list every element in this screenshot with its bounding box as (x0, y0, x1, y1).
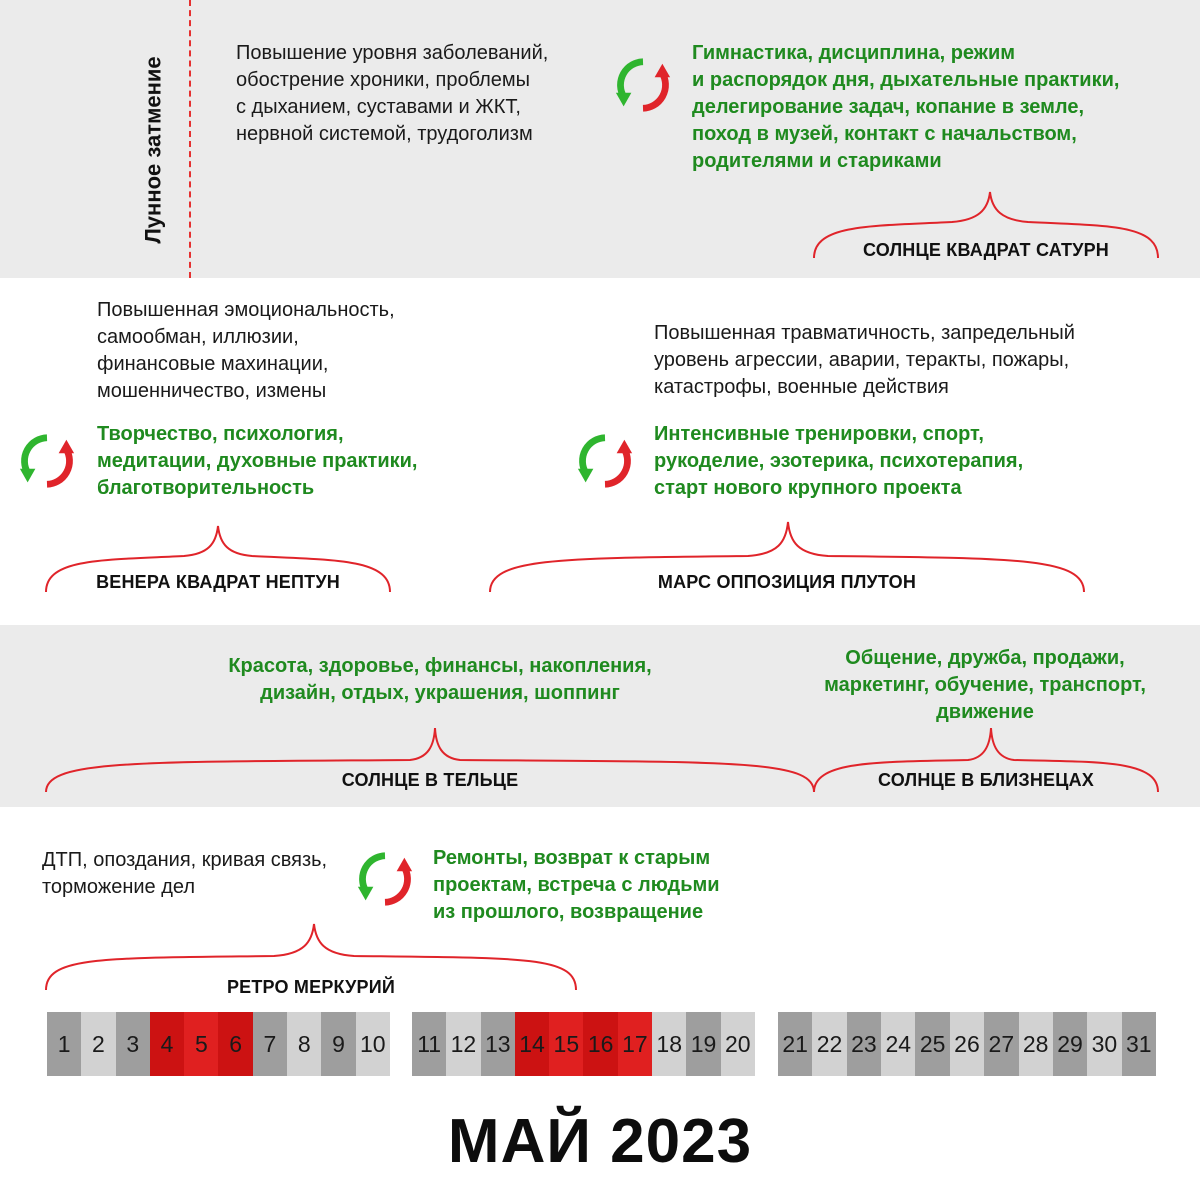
cycle-arrows-icon (577, 434, 633, 488)
venus-aspect-label: ВЕНЕРА КВАДРАТ НЕПТУН (96, 572, 340, 592)
calendar-day: 13 (480, 1012, 515, 1076)
saturn-aspect-label: СОЛНЦЕ КВАДРАТ САТУРН (862, 240, 1110, 260)
calendar-day: 2 (81, 1012, 116, 1076)
calendar-day: 16 (583, 1012, 618, 1076)
calendar-day: 7 (252, 1012, 288, 1076)
venus-risks: Повышенная эмоциональность,самообман, ил… (97, 299, 395, 402)
calendar-day: 1 (47, 1012, 82, 1076)
calendar-day: 15 (549, 1012, 584, 1076)
taurus-brace (45, 727, 815, 793)
mercury-aspect-label: РЕТРО МЕРКУРИЙ (226, 977, 396, 997)
calendar-day: 3 (115, 1012, 150, 1076)
calendar-day: 23 (846, 1012, 882, 1076)
cycle-arrows-icon (615, 58, 671, 112)
calendar-day: 21 (778, 1012, 813, 1076)
taurus-remedies: Красота, здоровье, финансы, накопления,д… (228, 655, 652, 704)
calendar-day: 9 (321, 1012, 356, 1076)
calendar-day: 17 (617, 1012, 653, 1076)
calendar-day: 18 (652, 1012, 687, 1076)
saturn-brace (813, 191, 1159, 259)
lunar-risks: Повышение уровня заболеваний,обострение … (236, 42, 549, 145)
calendar-day: 29 (1052, 1012, 1088, 1076)
calendar-day: 31 (1121, 1012, 1156, 1076)
mercury-brace (45, 923, 577, 991)
venus-remedies: Творчество, психология,медитации, духовн… (97, 423, 418, 499)
calendar-day: 27 (984, 1012, 1019, 1076)
calendar-day: 10 (355, 1012, 390, 1076)
calendar-day: 26 (949, 1012, 985, 1076)
cycle-arrows-icon (357, 852, 413, 906)
mars-brace (489, 521, 1085, 593)
mercury-risks: ДТП, опоздания, кривая связь,торможение … (42, 849, 328, 898)
calendar-day: 25 (915, 1012, 950, 1076)
calendar-day: 24 (881, 1012, 916, 1076)
gemini-brace (813, 727, 1159, 793)
taurus-aspect-label: СОЛНЦЕ В ТЕЛЬЦЕ (341, 770, 519, 790)
calendar-day: 30 (1087, 1012, 1122, 1076)
calendar-day: 5 (184, 1012, 219, 1076)
eclipse-date-marker (189, 0, 191, 278)
calendar-day: 4 (149, 1012, 185, 1076)
page-title: МАЙ 2023 (447, 1107, 753, 1176)
calendar-day: 6 (218, 1012, 253, 1076)
gemini-aspect-label: СОЛНЦЕ В БЛИЗНЕЦАХ (878, 770, 1094, 790)
sun-sign-band (0, 625, 1200, 807)
calendar-day: 19 (686, 1012, 721, 1076)
lunar-eclipse-band (0, 0, 1200, 278)
calendar-day: 8 (287, 1012, 322, 1076)
calendar-day: 12 (446, 1012, 481, 1076)
venus-brace (45, 525, 391, 593)
calendar-day: 14 (514, 1012, 550, 1076)
calendar-day: 28 (1018, 1012, 1053, 1076)
mars-remedies: Интенсивные тренировки, спорт,рукоделие,… (654, 423, 1024, 499)
mars-aspect-label: МАРС ОППОЗИЦИЯ ПЛУТОН (657, 572, 917, 592)
cycle-arrows-icon (19, 434, 75, 488)
gemini-remedies: Общение, дружба, продажи,маркетинг, обуч… (824, 647, 1146, 723)
calendar-day: 11 (412, 1012, 447, 1076)
calendar-day: 20 (720, 1012, 755, 1076)
calendar-day: 22 (812, 1012, 847, 1076)
lunar-eclipse-label: Лунное затмение (141, 56, 166, 244)
